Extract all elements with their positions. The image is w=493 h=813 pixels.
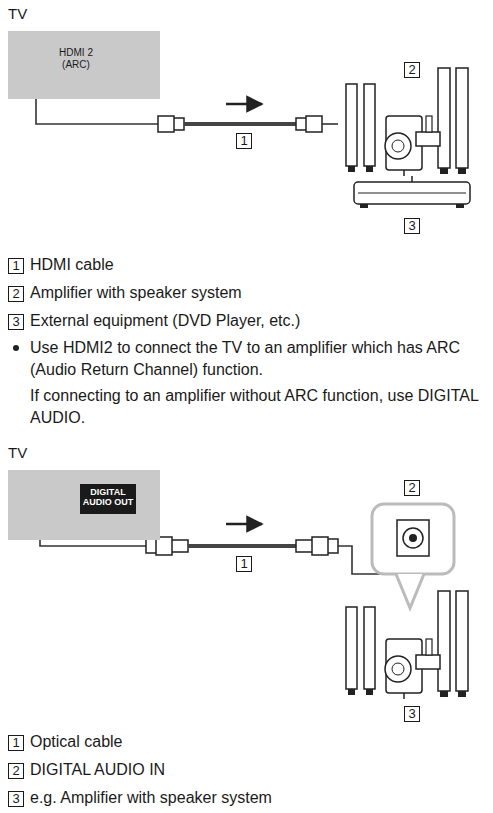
device-title: TV xyxy=(8,444,27,462)
callout-number: 3 xyxy=(8,791,24,807)
callout-number: 3 xyxy=(8,314,24,330)
callout-number: 2 xyxy=(8,763,24,779)
port-name: HDMI 2 (ARC) xyxy=(44,47,108,71)
callout-number: 1 xyxy=(236,133,252,149)
callout-number: 2 xyxy=(404,62,420,78)
callout-number: 1 xyxy=(8,735,24,751)
caption-text: Use HDMI2 to connect the TV to an amplif… xyxy=(30,337,485,381)
device-title: TV xyxy=(8,5,27,23)
callout-number: 3 xyxy=(404,218,420,234)
caption-text: Amplifier with speaker system xyxy=(30,282,242,304)
caption-text: e.g. Amplifier with speaker system xyxy=(30,787,272,809)
callout-number: 1 xyxy=(8,258,24,274)
tv-panel: TVDIGITAL AUDIO OUT xyxy=(8,470,160,540)
caption-text: HDMI cable xyxy=(30,254,114,276)
port-label: DIGITAL AUDIO OUT xyxy=(80,484,136,514)
caption-text: If connecting to an amplifier without AR… xyxy=(30,385,485,429)
callout-number: 3 xyxy=(404,706,420,722)
callout-number: 2 xyxy=(404,480,420,496)
caption-text: External equipment (DVD Player, etc.) xyxy=(30,310,300,332)
caption-text: Optical cable xyxy=(30,731,123,753)
callout-number: 2 xyxy=(8,286,24,302)
caption-text: DIGITAL AUDIO IN xyxy=(30,759,165,781)
callout-number: 1 xyxy=(236,556,252,572)
port-name: DIGITAL AUDIO OUT xyxy=(80,484,136,510)
tv-panel: TVHDMI 2 (ARC) xyxy=(8,31,160,99)
